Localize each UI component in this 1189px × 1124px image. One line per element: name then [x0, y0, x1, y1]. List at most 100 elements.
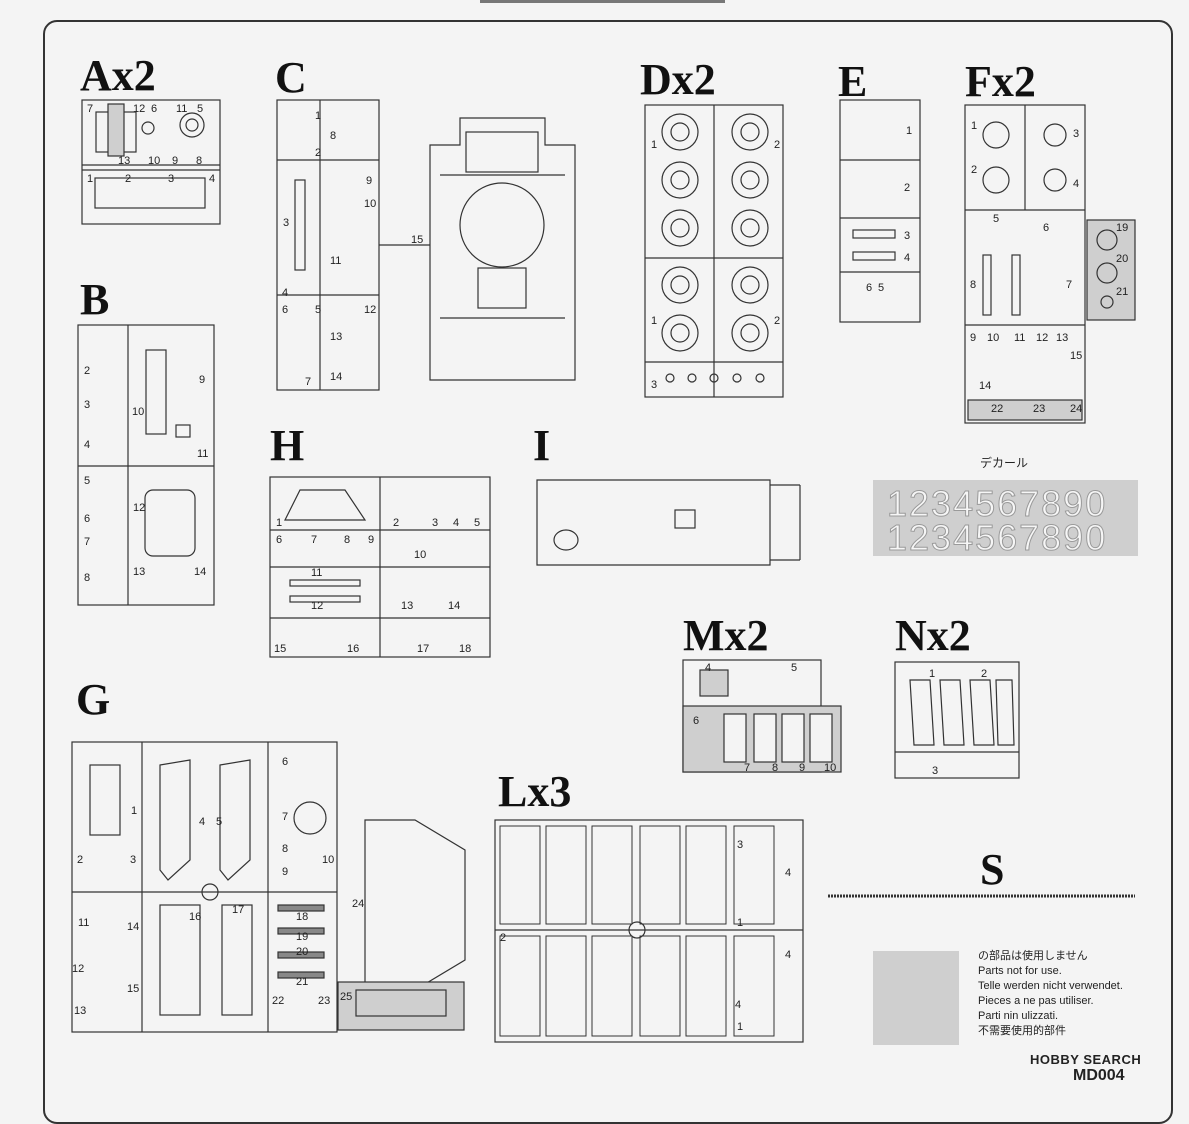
part-d-2-top: 2 — [774, 139, 781, 151]
part-a-1: 1 — [87, 173, 94, 185]
sprue-title-b: B — [80, 275, 110, 324]
part-g-19: 19 — [296, 931, 309, 943]
part-a-8: 8 — [196, 155, 203, 167]
not-for-use-legend: の部品は使用しません Parts not for use. Telle werd… — [978, 949, 1123, 1039]
part-d-2-bottom: 2 — [774, 315, 781, 327]
part-f-19: 19 — [1116, 222, 1129, 234]
part-g-2: 2 — [77, 854, 84, 866]
part-f-20: 20 — [1116, 253, 1129, 265]
part-b-6: 6 — [84, 513, 91, 525]
sprue-a-frame — [81, 99, 221, 225]
part-l-1a: 1 — [737, 917, 744, 929]
part-f-13: 13 — [1056, 332, 1069, 344]
part-h-5: 5 — [474, 517, 481, 529]
part-h-17: 17 — [417, 643, 430, 655]
sprue-n-frame — [894, 661, 1020, 779]
part-h-1: 1 — [276, 517, 283, 529]
part-f-9: 9 — [970, 332, 977, 344]
part-f-8: 8 — [970, 279, 977, 291]
part-g-23: 23 — [318, 995, 331, 1007]
part-b-3: 3 — [84, 399, 91, 411]
part-c-3: 3 — [283, 217, 290, 229]
part-f-4: 4 — [1073, 178, 1080, 190]
not-for-use-it: Parti nin ulizzati. — [978, 1010, 1059, 1022]
part-g-21: 21 — [296, 976, 309, 988]
part-f-22: 22 — [991, 403, 1004, 415]
part-f-5: 5 — [993, 213, 1000, 225]
sprue-title-n: Nx2 — [895, 611, 971, 660]
part-g-15: 15 — [127, 983, 140, 995]
part-g-18: 18 — [296, 911, 309, 923]
sprue-title-d: Dx2 — [640, 55, 716, 104]
part-l-4a: 4 — [785, 867, 792, 879]
part-f-1: 1 — [971, 120, 978, 132]
decal-sheet: 1234567890 1234567890 — [873, 480, 1138, 556]
top-edge-mark — [480, 0, 725, 3]
part-c-4: 4 — [282, 287, 289, 299]
part-g-8: 8 — [282, 843, 289, 855]
part-f-21: 21 — [1116, 286, 1129, 298]
part-h-4: 4 — [453, 517, 460, 529]
part-g-7: 7 — [282, 811, 289, 823]
part-h-9: 9 — [368, 534, 375, 546]
not-for-use-fr: Pieces a ne pas utiliser. — [978, 995, 1094, 1007]
part-b-5: 5 — [84, 475, 91, 487]
part-g-25: 25 — [340, 991, 353, 1003]
part-h-18: 18 — [459, 643, 472, 655]
part-g-13: 13 — [74, 1005, 87, 1017]
part-c-8: 8 — [330, 130, 337, 142]
part-c-1: 1 — [315, 110, 322, 122]
sprue-e-frame — [839, 99, 921, 323]
sprue-title-c: C — [275, 53, 307, 102]
part-m-9: 9 — [799, 762, 806, 774]
part-a-9: 9 — [172, 155, 179, 167]
part-h-3: 3 — [432, 517, 439, 529]
part-m-8: 8 — [772, 762, 779, 774]
part-b-12: 12 — [133, 502, 146, 514]
part-a-5: 5 — [197, 103, 204, 115]
part-g-16: 16 — [189, 911, 202, 923]
part-e-6: 6 — [866, 282, 873, 294]
part-l-1b: 1 — [737, 1021, 744, 1033]
part-g-9: 9 — [282, 866, 289, 878]
sprue-title-f: Fx2 — [965, 57, 1036, 106]
part-g-1: 1 — [131, 805, 138, 817]
part-l-3: 3 — [737, 839, 744, 851]
sprue-l-frame — [494, 819, 804, 1043]
part-b-4: 4 — [84, 439, 91, 451]
sprue-m-frame — [682, 659, 842, 773]
part-a-10: 10 — [148, 155, 161, 167]
sprue-b-frame — [77, 324, 215, 606]
part-a-13: 13 — [118, 155, 131, 167]
part-g-5: 5 — [216, 816, 223, 828]
part-e-5: 5 — [878, 282, 885, 294]
sprue-line-art — [71, 99, 1136, 1043]
part-h-13: 13 — [401, 600, 414, 612]
part-a-4: 4 — [209, 173, 216, 185]
part-b-7: 7 — [84, 536, 91, 548]
sprue-title-i: I — [533, 421, 551, 470]
part-g-12: 12 — [72, 963, 85, 975]
part-n-2: 2 — [981, 668, 988, 680]
sprue-title-h: H — [270, 421, 305, 470]
part-b-2: 2 — [84, 365, 91, 377]
part-h-2: 2 — [393, 517, 400, 529]
part-l-2: 2 — [500, 932, 507, 944]
part-d-1-top: 1 — [651, 139, 658, 151]
part-a-12: 12 — [133, 103, 146, 115]
part-b-8: 8 — [84, 572, 91, 584]
part-e-4: 4 — [904, 252, 911, 264]
watermark: HOBBY SEARCH — [1030, 1052, 1142, 1067]
part-d-1-bottom: 1 — [651, 315, 658, 327]
part-m-5: 5 — [791, 662, 798, 674]
part-f-23: 23 — [1033, 403, 1046, 415]
product-code: MD004 — [1073, 1067, 1125, 1084]
not-for-use-de: Telle werden nicht verwendet. — [978, 980, 1123, 992]
part-l-4b: 4 — [785, 949, 792, 961]
part-h-15: 15 — [274, 643, 287, 655]
part-f-12: 12 — [1036, 332, 1049, 344]
part-e-1: 1 — [906, 125, 913, 137]
part-h-16: 16 — [347, 643, 360, 655]
part-a-2: 2 — [125, 173, 132, 185]
part-h-10: 10 — [414, 549, 427, 561]
